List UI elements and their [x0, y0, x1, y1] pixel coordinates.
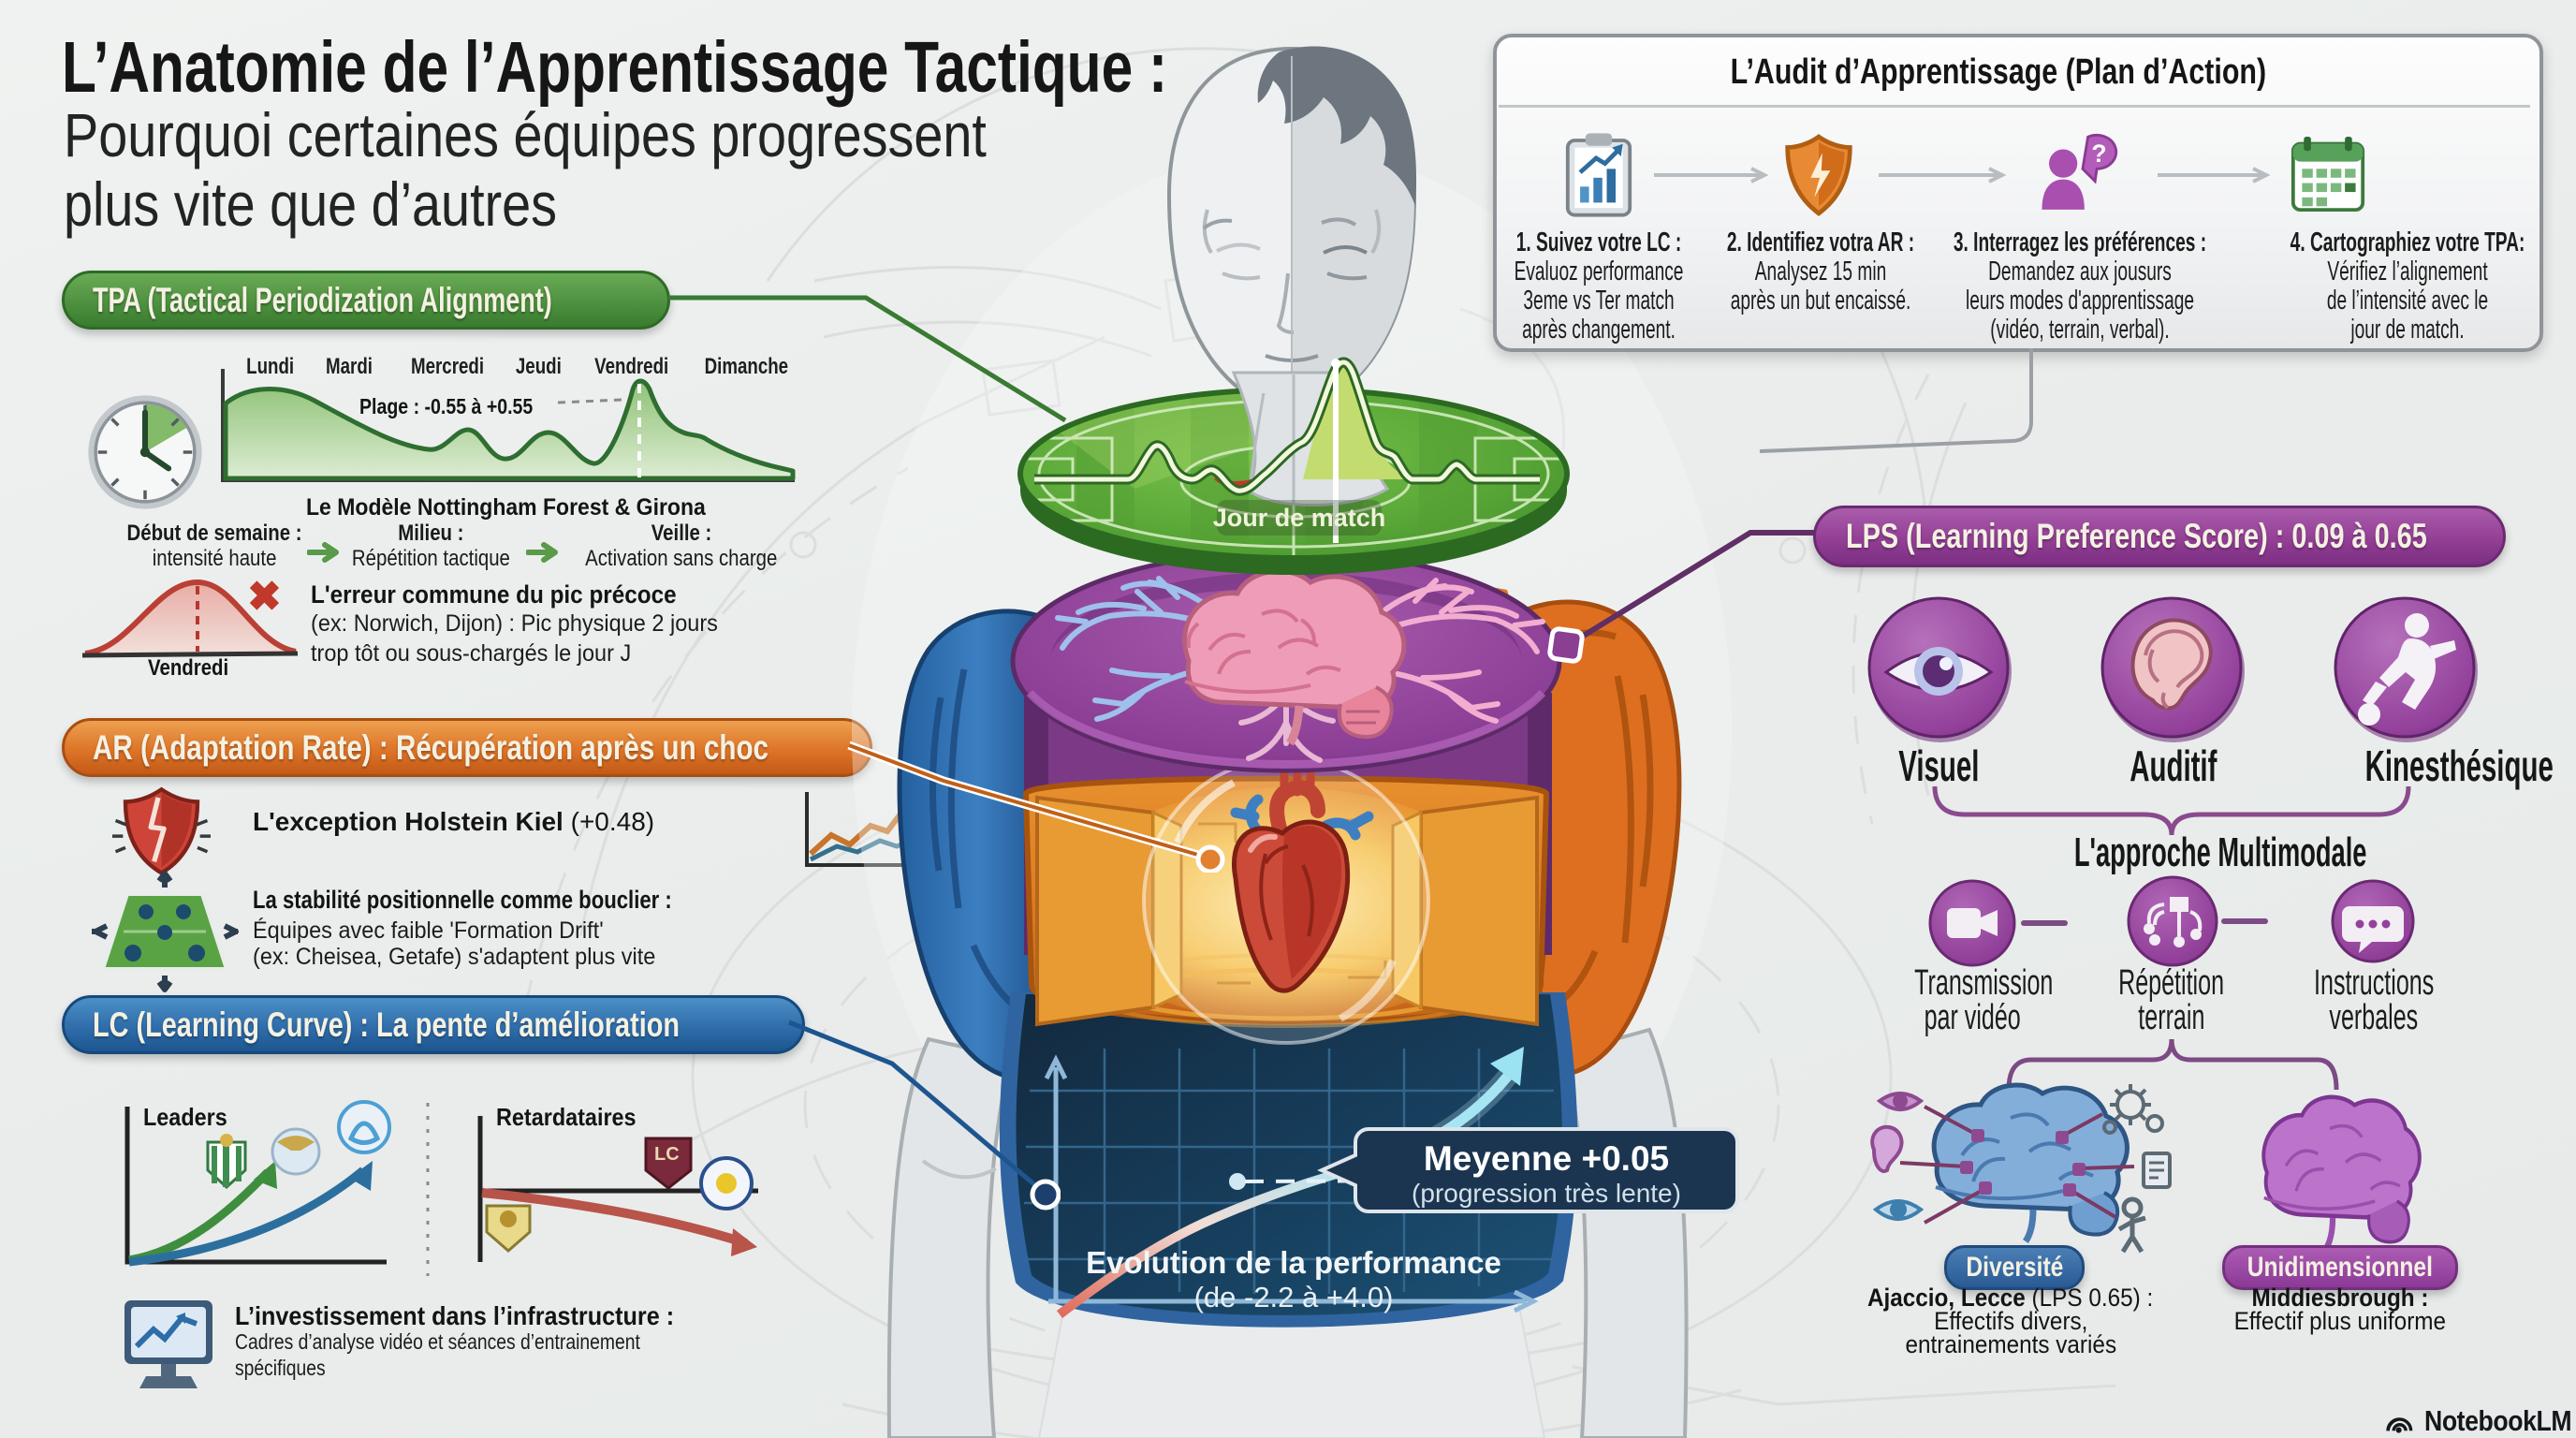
svg-text:(de -2.2 à +4.0): (de -2.2 à +4.0) [1194, 1281, 1394, 1313]
svg-text:(progression très lente): (progression très lente) [1412, 1179, 1681, 1208]
svg-text:Jour de match: Jour de match [1213, 504, 1386, 532]
svg-text:?: ? [2091, 139, 2106, 168]
svg-text:LC: LC [654, 1144, 680, 1165]
svg-text:Meyenne +0.05: Meyenne +0.05 [1424, 1139, 1669, 1178]
svg-text:Evolution de la performance: Evolution de la performance [1086, 1245, 1501, 1280]
